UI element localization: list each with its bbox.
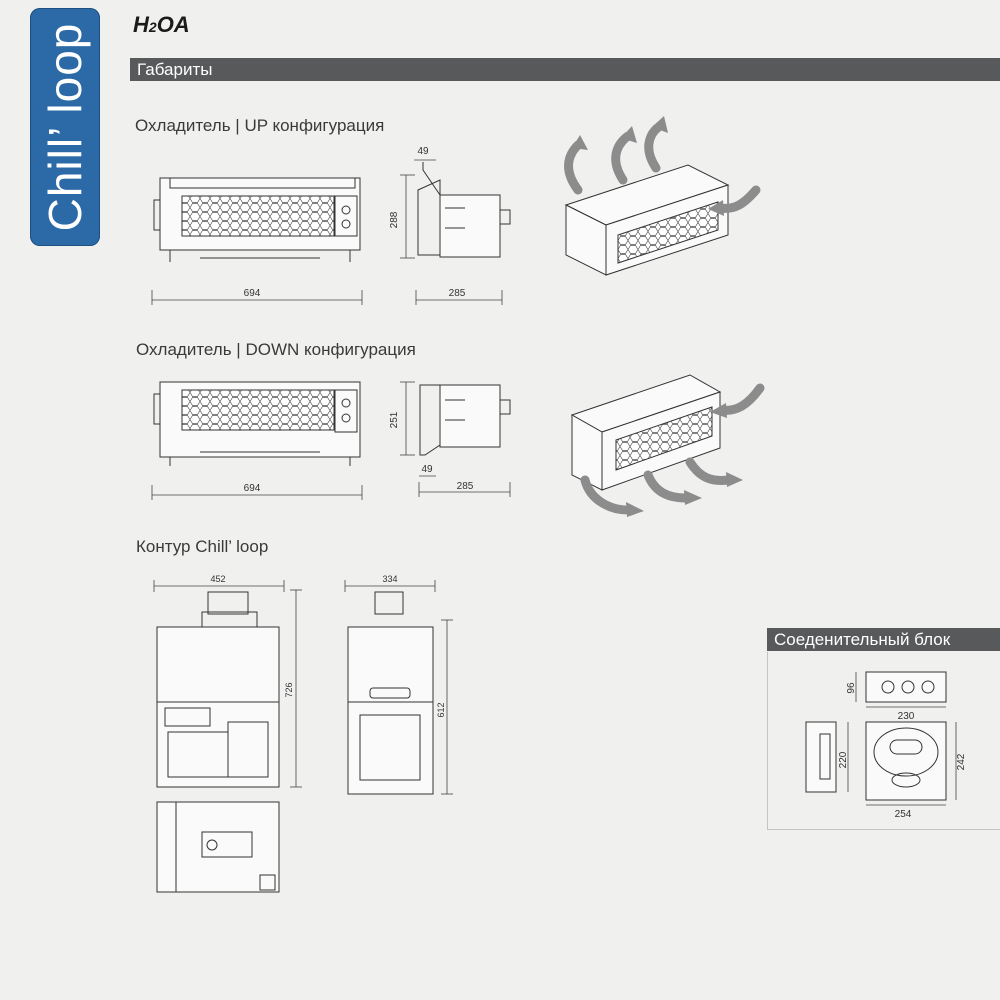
up-height-dim: 288 (389, 211, 400, 228)
up-config-title: Охладитель | UP конфигурация (135, 116, 385, 135)
brand-logo: Chill’ loop (30, 8, 100, 246)
contour-title: Контур Chill’ loop (136, 537, 269, 556)
down-depth-dim: 285 (457, 481, 474, 492)
down-isometric-drawing (570, 374, 765, 517)
connector-h3: 242 (956, 753, 967, 770)
up-front-drawing: 694 288 49 285 (151, 146, 511, 305)
up-isometric-drawing (564, 116, 761, 276)
contour-side-width: 334 (382, 574, 397, 584)
up-depth-dim: 285 (449, 288, 466, 299)
down-height-dim: 251 (389, 411, 400, 428)
down-config-title: Охладитель | DOWN конфигурация (136, 340, 416, 359)
connector-block-panel: 96 230 220 242 254 (767, 652, 1000, 830)
contour-front-width: 452 (210, 574, 225, 584)
brand-logo-text: Chill’ loop (39, 22, 91, 232)
up-top-dim: 49 (417, 146, 429, 157)
connector-block-bar: Соеденительный блок (767, 628, 1000, 651)
connector-w2: 254 (895, 809, 912, 820)
connector-w1: 230 (898, 711, 915, 722)
connector-h1: 96 (846, 682, 857, 694)
model-suffix: OA (156, 12, 190, 37)
contour-drawing: 452 726 334 612 (153, 574, 453, 893)
connector-h2: 220 (838, 751, 849, 768)
contour-side-height: 612 (436, 702, 446, 717)
down-bottom-dim: 49 (421, 464, 433, 475)
contour-front-height: 726 (284, 682, 294, 697)
model-prefix: H (133, 12, 149, 37)
model-title: H2OA (133, 12, 190, 38)
connector-block-drawing: 96 230 220 242 254 (805, 671, 967, 820)
dimensions-section-bar: Габариты (130, 58, 1000, 81)
up-width-dim: 694 (244, 288, 261, 299)
model-subscript: 2 (148, 19, 157, 35)
down-front-drawing: 694 251 49 285 (151, 381, 511, 500)
down-width-dim: 694 (244, 483, 261, 494)
